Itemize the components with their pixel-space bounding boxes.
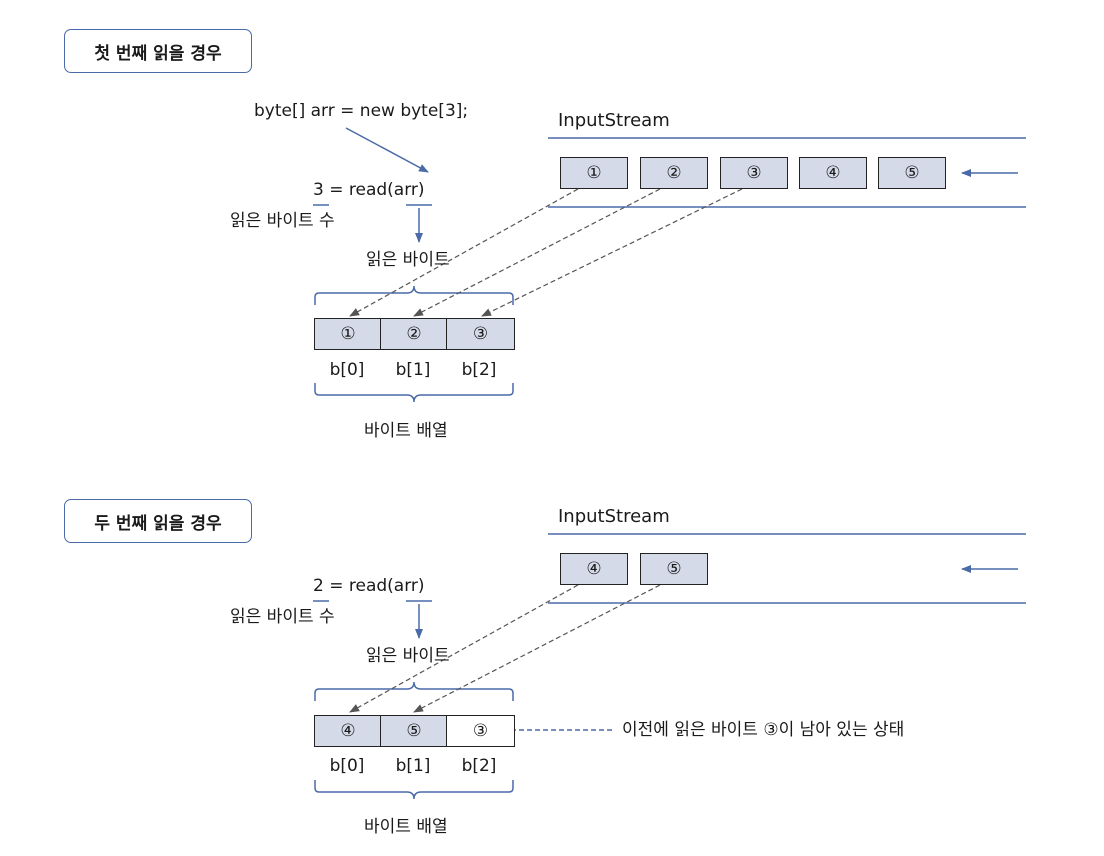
bytes-count-label-2: 읽은 바이트 수 bbox=[230, 607, 335, 627]
array-index: b[2] bbox=[461, 360, 497, 380]
stream-byte: ③ bbox=[720, 157, 788, 189]
stream-byte: ① bbox=[560, 157, 628, 189]
transfer-line-3 bbox=[481, 188, 743, 317]
array-index: b[0] bbox=[329, 360, 365, 380]
bytes-read-label-2: 읽은 바이트 bbox=[366, 646, 450, 666]
read-brace bbox=[314, 285, 514, 305]
section-title-first: 첫 번째 읽을 경우 bbox=[64, 29, 252, 73]
transfer-line-4 bbox=[349, 584, 579, 713]
read-brace-2 bbox=[314, 681, 514, 701]
stream-label-2: InputStream bbox=[558, 506, 670, 527]
stream-byte: ④ bbox=[799, 157, 867, 189]
stream-byte: ⑤ bbox=[878, 157, 946, 189]
array-brace bbox=[314, 383, 514, 403]
section-title-second: 두 번째 읽을 경우 bbox=[64, 499, 252, 543]
array-brace-2 bbox=[314, 780, 514, 800]
remaining-note: 이전에 읽은 바이트 ③이 남아 있는 상태 bbox=[622, 720, 905, 740]
stream-label: InputStream bbox=[558, 110, 670, 131]
array-label-2: 바이트 배열 bbox=[364, 817, 448, 837]
array-index: b[0] bbox=[329, 756, 365, 776]
code-to-call-arrow bbox=[345, 127, 429, 173]
stream-byte: ② bbox=[640, 157, 708, 189]
read-call-2: 2 = read(arr) bbox=[313, 576, 425, 596]
bytes-read-label: 읽은 바이트 bbox=[366, 250, 450, 270]
array-label: 바이트 배열 bbox=[364, 421, 448, 441]
array-cell: ② bbox=[380, 318, 448, 350]
array-index: b[1] bbox=[395, 756, 431, 776]
array-index: b[1] bbox=[395, 360, 431, 380]
array-cell-leftover: ③ bbox=[446, 715, 515, 747]
array-cell: ③ bbox=[446, 318, 515, 350]
transfer-line-1 bbox=[349, 188, 579, 317]
section-title-second-text: 두 번째 읽을 경우 bbox=[94, 513, 222, 534]
array-index: b[2] bbox=[461, 756, 497, 776]
stream-byte: ⑤ bbox=[640, 553, 708, 585]
read-call: 3 = read(arr) bbox=[313, 180, 425, 200]
section-title-first-text: 첫 번째 읽을 경우 bbox=[94, 43, 222, 64]
array-cell: ④ bbox=[314, 715, 382, 747]
code-line: byte[] arr = new byte[3]; bbox=[254, 101, 469, 121]
stream-byte: ④ bbox=[560, 553, 628, 585]
array-cell: ① bbox=[314, 318, 382, 350]
transfer-line-2 bbox=[413, 188, 661, 317]
array-cell: ⑤ bbox=[380, 715, 448, 747]
bytes-count-label: 읽은 바이트 수 bbox=[230, 211, 335, 231]
transfer-line-5 bbox=[413, 584, 661, 713]
